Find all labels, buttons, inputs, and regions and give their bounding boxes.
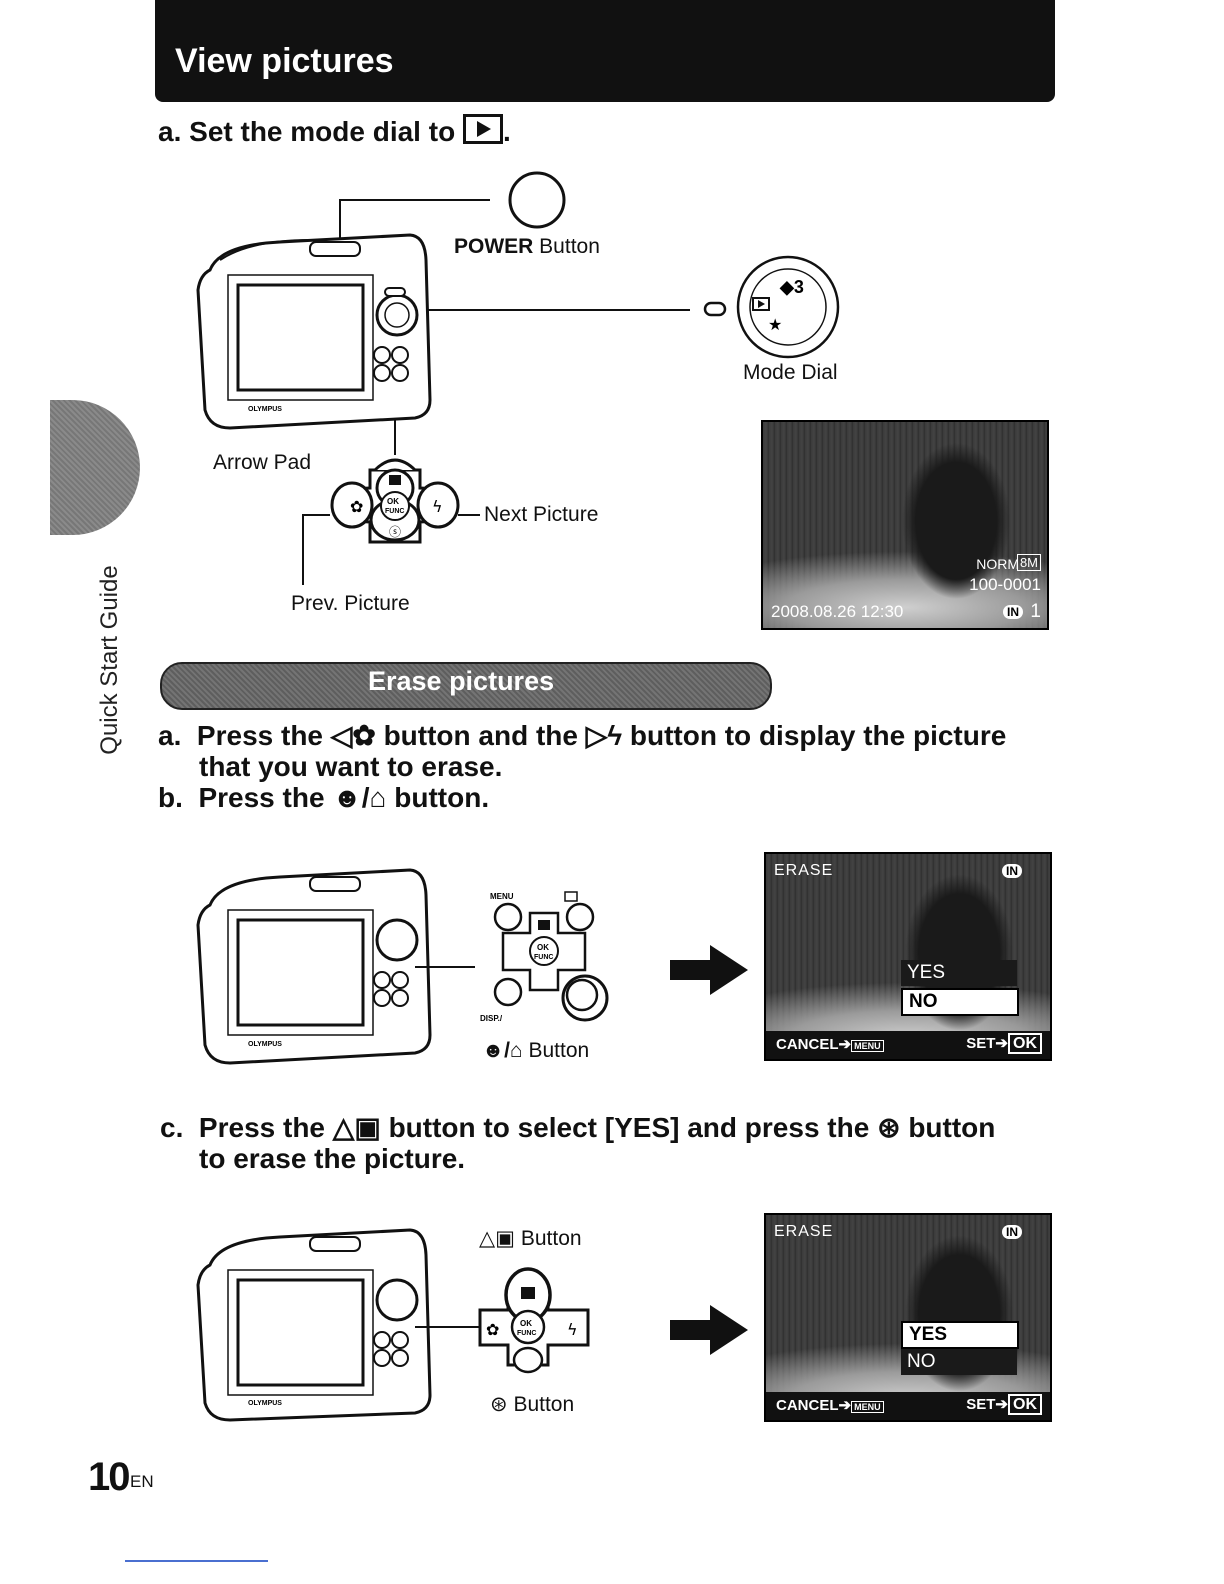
- mode-dial-label: Mode Dial: [743, 361, 838, 384]
- svg-text:OLYMPUS: OLYMPUS: [248, 1041, 282, 1048]
- mode-dial-icon: ◆3 ★: [736, 255, 840, 359]
- header-bar: [155, 0, 1055, 102]
- side-tab-marker: [50, 400, 140, 535]
- menu-option-yes[interactable]: YES: [901, 960, 1017, 986]
- page-language: EN: [130, 1472, 154, 1491]
- next-picture-label: Next Picture: [484, 503, 599, 526]
- svg-text:OK: OK: [520, 1319, 532, 1328]
- file-number: 100-0001: [969, 575, 1041, 594]
- arrow-pad-label: Arrow Pad: [213, 451, 312, 474]
- page-number: 10: [88, 1455, 130, 1499]
- svg-text:★: ★: [768, 315, 782, 334]
- up-button-label: △▣ Button: [479, 1227, 582, 1250]
- menu-option-no[interactable]: NO: [901, 1349, 1017, 1375]
- disp-label: DISP./: [480, 1014, 503, 1023]
- up-exposure-icon: △▣: [332, 1112, 381, 1143]
- menu-label: MENU: [490, 892, 514, 901]
- page-title: View pictures: [175, 42, 394, 80]
- camera-diagram-top: OLYMPUS ◆3 ★ OK FUNC ✿ ϟ ⓢ: [196, 171, 840, 585]
- erase-screen-no: ERASE IN YES NO CANCEL➔MENU SET➔OK: [764, 852, 1052, 1061]
- date-time: 2008.08.26 12:30: [771, 602, 904, 621]
- frame-count: 1: [1030, 601, 1041, 622]
- menu-option-yes-selected[interactable]: YES: [901, 1321, 1019, 1349]
- svg-text:OLYMPUS: OLYMPUS: [248, 1400, 282, 1407]
- memory-indicator: IN: [1002, 864, 1022, 878]
- quality-indicator: NORM: [976, 556, 1019, 572]
- button-cluster-icon: MENU OK FUNC DISP./: [480, 891, 609, 1023]
- image-size-indicator: 8M: [1016, 554, 1041, 571]
- arrow-pad-icon: OK FUNC ✿ ϟ ⓢ: [330, 458, 460, 544]
- camera-diagram-erase: OLYMPUS MENU OK FUNC DISP./: [196, 868, 609, 1065]
- erase-button-icon: ☻/⌂: [332, 782, 387, 813]
- power-button-label: POWER Button: [454, 235, 600, 258]
- step-text: Set the mode dial to: [189, 116, 456, 147]
- camera-diagram-confirm: OLYMPUS OK FUNC ✿ ϟ: [196, 1228, 590, 1422]
- svg-text:ⓢ: ⓢ: [389, 525, 401, 539]
- erase-screen-yes: ERASE IN YES NO CANCEL➔MENU SET➔OK: [764, 1213, 1052, 1422]
- arrow-right-icon: [670, 945, 748, 995]
- svg-text:FUNC: FUNC: [517, 1330, 536, 1337]
- view-step-a: a. Set the mode dial to .: [158, 114, 511, 147]
- arrow-right-icon: [670, 1305, 748, 1355]
- right-flash-icon: ▷ϟ: [585, 720, 623, 751]
- svg-text:FUNC: FUNC: [385, 508, 404, 515]
- erase-step-c: c. Press the △▣ button to select [YES] a…: [160, 1112, 996, 1143]
- erase-screen-title: ERASE: [774, 862, 834, 879]
- svg-text:OK: OK: [387, 497, 399, 506]
- svg-text:◆3: ◆3: [779, 277, 804, 297]
- erase-section-header: [160, 662, 772, 710]
- memory-indicator: IN: [1002, 1225, 1022, 1239]
- erase-step-c-line2: to erase the picture.: [199, 1143, 466, 1174]
- playback-screen: NORM 8M 100-0001 2008.08.26 12:30 IN 1: [761, 420, 1049, 630]
- svg-text:FUNC: FUNC: [534, 954, 553, 961]
- arrow-pad-icon: OK FUNC ✿ ϟ: [478, 1267, 590, 1374]
- ok-func-icon: ⊛: [877, 1112, 901, 1143]
- menu-option-no-selected[interactable]: NO: [901, 988, 1019, 1016]
- erase-screen-title: ERASE: [774, 1223, 834, 1240]
- svg-text:ϟ: ϟ: [432, 497, 443, 516]
- erase-step-a-line2: that you want to erase.: [199, 751, 503, 782]
- prev-picture-label: Prev. Picture: [291, 592, 410, 615]
- side-tab-label: Quick Start Guide: [96, 565, 123, 755]
- ok-button-label: ⊛ Button: [490, 1393, 575, 1416]
- svg-text:✿: ✿: [350, 497, 363, 516]
- erase-step-a: a. Press the ◁✿ button and the ▷ϟ button…: [158, 720, 1007, 751]
- screen-footer: CANCEL➔MENU SET➔OK: [766, 1031, 1050, 1059]
- power-button-icon: [508, 171, 566, 229]
- camera-brand: OLYMPUS: [248, 406, 282, 413]
- erase-section-title: Erase pictures: [368, 666, 555, 696]
- footer-rule: [125, 1560, 268, 1562]
- svg-text:ϟ: ϟ: [567, 1320, 578, 1339]
- step-letter: a.: [158, 116, 182, 147]
- ok-func-icon: ⊛: [490, 1393, 508, 1416]
- playback-mode-icon: [462, 114, 503, 144]
- svg-text:OK: OK: [537, 943, 549, 952]
- svg-text:✿: ✿: [486, 1320, 499, 1339]
- up-exposure-icon: △▣: [479, 1227, 515, 1250]
- screen-footer: CANCEL➔MENU SET➔OK: [766, 1392, 1050, 1420]
- erase-button-icon: ☻/⌂: [482, 1039, 523, 1062]
- left-macro-icon: ◁✿: [330, 720, 376, 751]
- memory-indicator: IN: [1003, 605, 1023, 619]
- erase-step-b: b. Press the ☻/⌂ button.: [158, 782, 490, 813]
- erase-button-label: ☻/⌂ Button: [482, 1039, 590, 1062]
